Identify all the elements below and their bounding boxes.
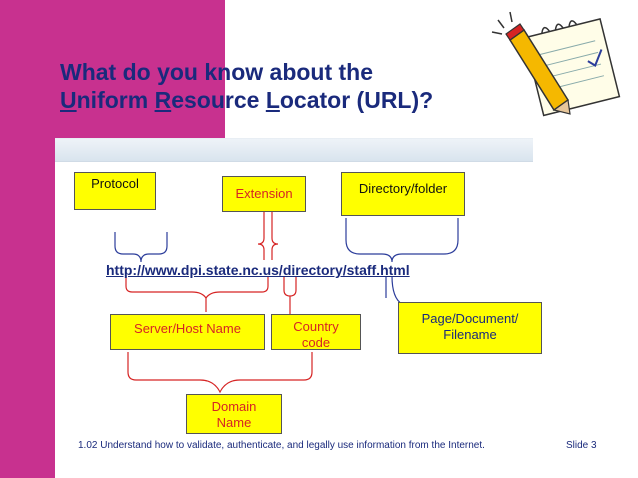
slide-number: Slide 3 (566, 440, 597, 451)
page-label-line2: Filename (443, 327, 497, 342)
country-box: Country code (271, 314, 361, 350)
pencil-notepad-icon (491, 11, 621, 117)
title-r: R (154, 87, 172, 113)
example-url: http://www.dpi.state.nc.us/directory/sta… (106, 262, 410, 278)
left-accent-bar (0, 0, 55, 478)
domain-label-line1: Domain (211, 399, 257, 414)
directory-label: Directory/folder (358, 181, 448, 196)
page-box: Page/Document/ Filename (398, 302, 542, 354)
title-esource: esource (171, 87, 266, 113)
country-label-line1: Country (293, 319, 339, 334)
extension-box: Extension (222, 176, 306, 212)
title-ocator: ocator (URL)? (279, 87, 434, 113)
domain-label-line2: Name (216, 415, 252, 430)
title-line-2: Uniform Resource Locator (URL)? (60, 86, 540, 114)
decorative-stripe (55, 138, 533, 162)
title-l: L (265, 87, 280, 113)
slide-title: What do you know about the Uniform Resou… (60, 58, 540, 114)
server-label: Server/Host Name (134, 321, 241, 336)
top-accent-panel (55, 0, 225, 155)
domain-box: Domain Name (186, 394, 282, 434)
title-niform: niform (76, 87, 155, 113)
directory-box: Directory/folder (341, 172, 465, 216)
title-line-1: What do you know about the (60, 59, 374, 85)
page-label-line1: Page/Document/ (421, 311, 519, 326)
protocol-label: Protocol (91, 176, 139, 191)
country-label-line2: code (301, 335, 331, 350)
footer-text: 1.02 Understand how to validate, authent… (78, 440, 485, 451)
title-u: U (60, 87, 77, 113)
protocol-box: Protocol (74, 172, 156, 210)
extension-label: Extension (235, 186, 293, 201)
server-box: Server/Host Name (110, 314, 265, 350)
